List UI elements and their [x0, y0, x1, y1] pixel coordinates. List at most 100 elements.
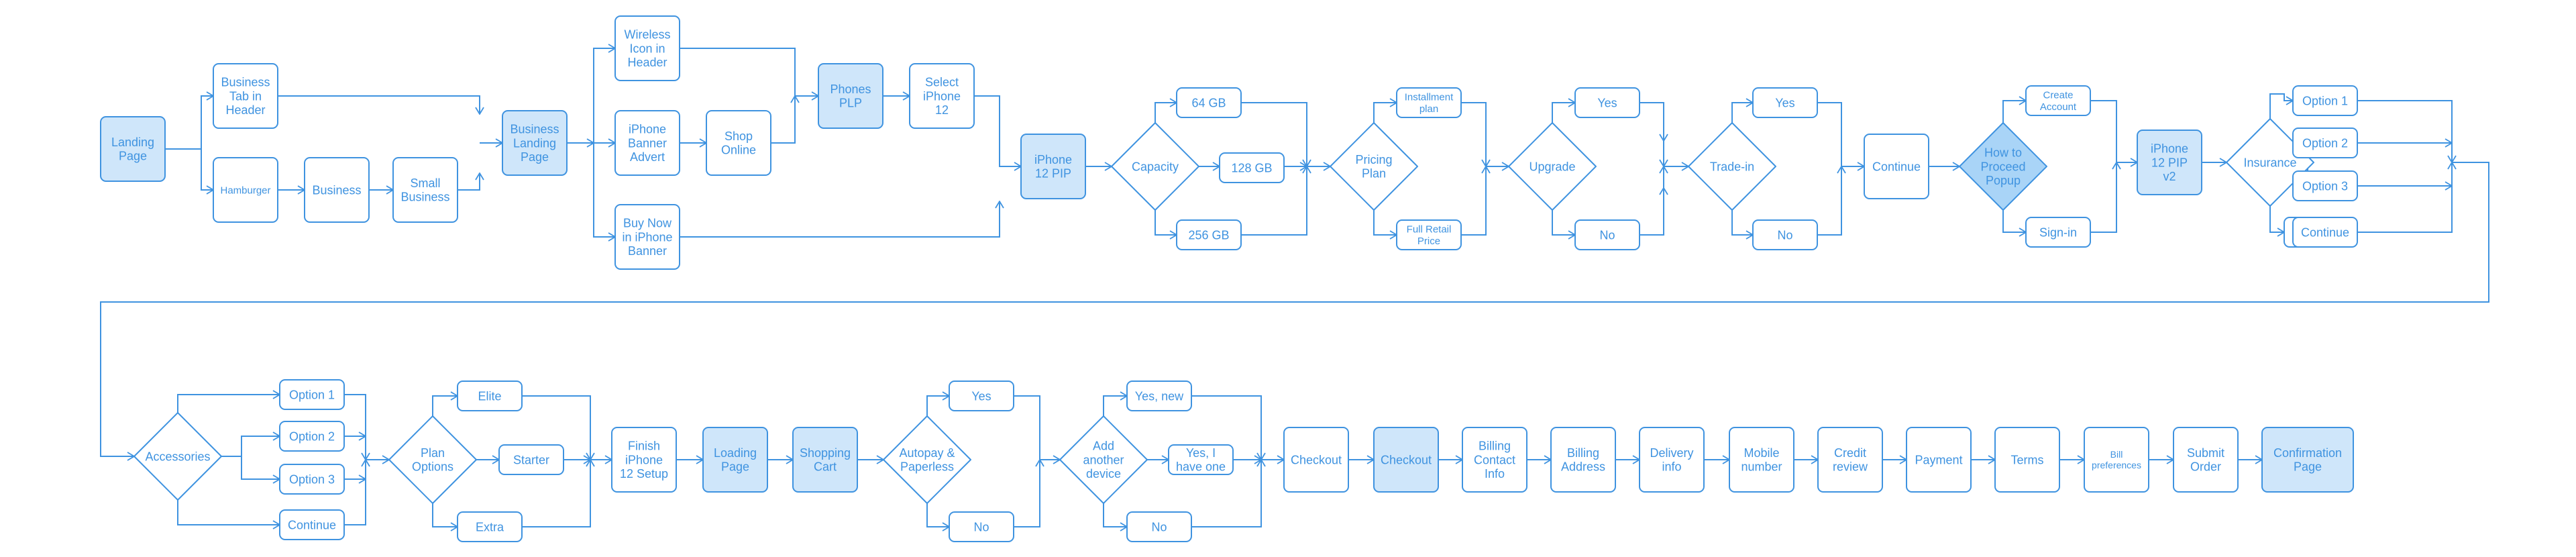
connector-arrow	[1461, 102, 1486, 166]
connector-arrow	[926, 503, 949, 527]
node-trade-no: No	[1752, 219, 1818, 250]
process-box	[1574, 219, 1640, 250]
node-autopay-yes: Yes	[949, 381, 1014, 411]
node-terms: Terms	[1994, 427, 2060, 493]
node-continue1: Continue	[1864, 134, 1929, 199]
connector-arrow	[241, 456, 280, 479]
process-box	[2292, 85, 2358, 116]
process-box	[1126, 381, 1192, 411]
process-box	[279, 509, 345, 540]
process-box	[2173, 427, 2239, 493]
node-label: No	[1151, 520, 1167, 534]
decision-diamond	[1959, 122, 2047, 211]
process-box	[457, 511, 523, 542]
process-box	[611, 427, 677, 493]
node-label: Checkout	[1381, 453, 1432, 466]
node-autopay-no: No	[949, 511, 1014, 542]
node-gb64: 64 GB	[1176, 87, 1242, 118]
node-label: 128 GB	[1231, 161, 1272, 174]
node-acc-opt1: Option 1	[279, 379, 345, 410]
connector-arrow	[593, 48, 615, 143]
connector-arrow	[593, 143, 615, 237]
node-label: Option 1	[2302, 94, 2348, 107]
node-label: Yes	[1775, 96, 1794, 109]
connector-arrow	[771, 96, 795, 144]
decision-diamond	[133, 412, 222, 501]
process-box	[2025, 85, 2091, 116]
node-label: No	[973, 520, 989, 534]
node-device-no: No	[1126, 511, 1192, 542]
connector-arrow	[1640, 188, 1664, 236]
connector-arrow	[1640, 102, 1664, 141]
node-sign-in: Sign-in	[2025, 217, 2091, 248]
connector-arrow	[278, 95, 480, 114]
connector-arrow	[2269, 206, 2284, 232]
connector-arrow	[680, 201, 1000, 238]
decision-diamond	[1688, 122, 1776, 211]
node-label: Hamburger	[220, 185, 270, 196]
connector-arrow	[1731, 103, 1753, 123]
node-extra: Extra	[457, 511, 523, 542]
connector-arrow	[2090, 100, 2137, 162]
process-box	[2261, 427, 2354, 493]
connector-arrow	[2357, 100, 2452, 162]
process-box	[392, 157, 458, 223]
connector-arrow	[1552, 210, 1575, 235]
process-box	[304, 157, 370, 223]
process-box	[1020, 134, 1086, 199]
process-box	[279, 464, 345, 495]
process-box	[2292, 128, 2358, 158]
decision-diamond	[1508, 122, 1597, 211]
node-label: Continue	[288, 518, 336, 531]
node-label: Yes, new	[1135, 389, 1184, 403]
process-box	[909, 63, 975, 129]
connector-arrow	[1155, 210, 1177, 235]
node-label: Sign-in	[2039, 225, 2077, 239]
connector-arrow	[1817, 102, 1864, 166]
node-ins-continue: Continue	[2292, 217, 2358, 248]
process-box	[1574, 87, 1640, 118]
connector-arrow	[1103, 396, 1127, 416]
connector-arrow	[458, 173, 480, 191]
node-label: Terms	[2011, 453, 2044, 466]
process-box	[2025, 217, 2091, 248]
process-box	[1864, 134, 1929, 199]
node-payment: Payment	[1906, 427, 1972, 493]
node-label: Elite	[478, 389, 501, 403]
connector-arrow	[1241, 102, 1307, 166]
process-box	[1126, 511, 1192, 542]
node-gb256: 256 GB	[1176, 219, 1242, 250]
process-box	[1176, 87, 1242, 118]
node-label: Continue	[2301, 225, 2349, 239]
process-box	[1396, 87, 1462, 118]
node-label: Business	[312, 183, 361, 197]
connector-arrow	[1552, 103, 1575, 123]
